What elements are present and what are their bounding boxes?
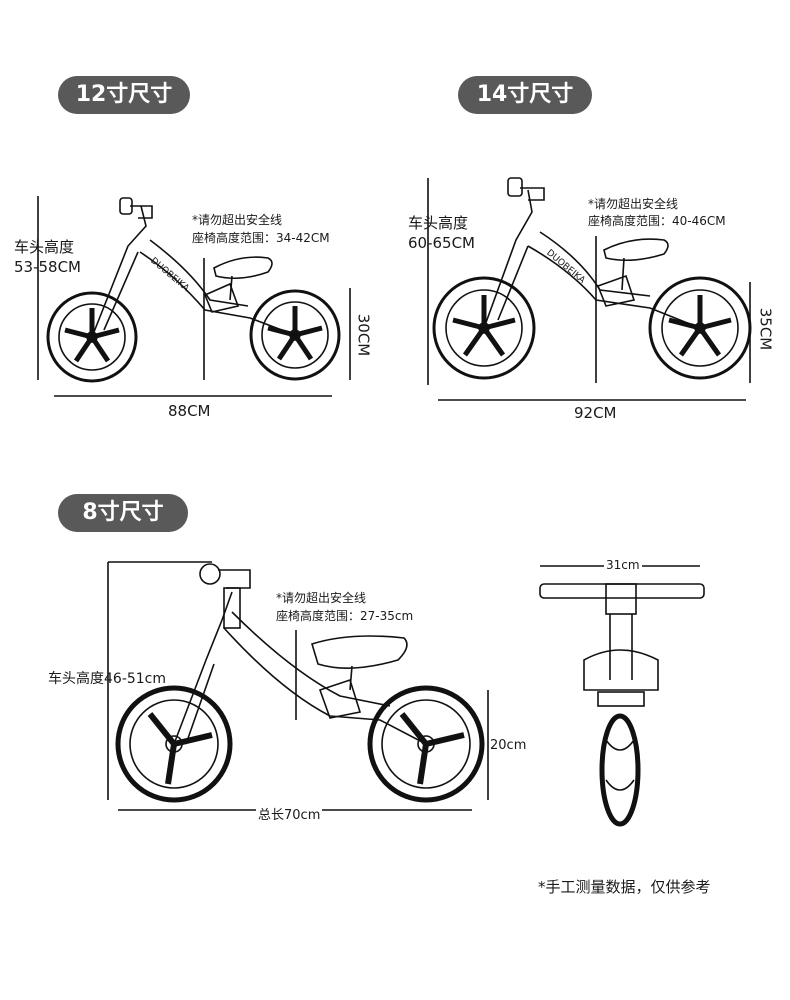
size8-length: 总长70cm bbox=[256, 804, 323, 823]
size8-handlebar-width: 31cm bbox=[604, 558, 642, 572]
size8-wheel-height: 20cm bbox=[490, 738, 527, 753]
size14-warning: *请勿超出安全线 bbox=[588, 197, 679, 211]
footnote: *手工测量数据，仅供参考 bbox=[538, 878, 711, 896]
size14-head-range-label: 60-65CM bbox=[408, 234, 476, 252]
size14-head-height-label: 车头高度 bbox=[408, 214, 469, 232]
size12-warning: *请勿超出安全线 bbox=[192, 213, 283, 227]
size12-title: 12寸尺寸 bbox=[58, 76, 190, 114]
size8-seat-range: 座椅高度范围：27-35cm bbox=[276, 609, 414, 623]
size12-length: 88CM bbox=[168, 402, 211, 420]
size14-length: 92CM bbox=[574, 404, 617, 422]
size8-warning: *请勿超出安全线 bbox=[276, 591, 367, 605]
size14-seat-range: 座椅高度范围：40-46CM bbox=[588, 214, 726, 228]
size8-title: 8寸尺寸 bbox=[58, 494, 188, 532]
size12-seat-range: 座椅高度范围：34-42CM bbox=[192, 231, 330, 245]
size12-head-range-label: 53-58CM bbox=[14, 258, 82, 276]
size14-title: 14寸尺寸 bbox=[458, 76, 592, 114]
size12-head-height-label: 车头高度 bbox=[14, 238, 75, 256]
size8-head-height: 车头高度46-51cm bbox=[48, 671, 167, 687]
